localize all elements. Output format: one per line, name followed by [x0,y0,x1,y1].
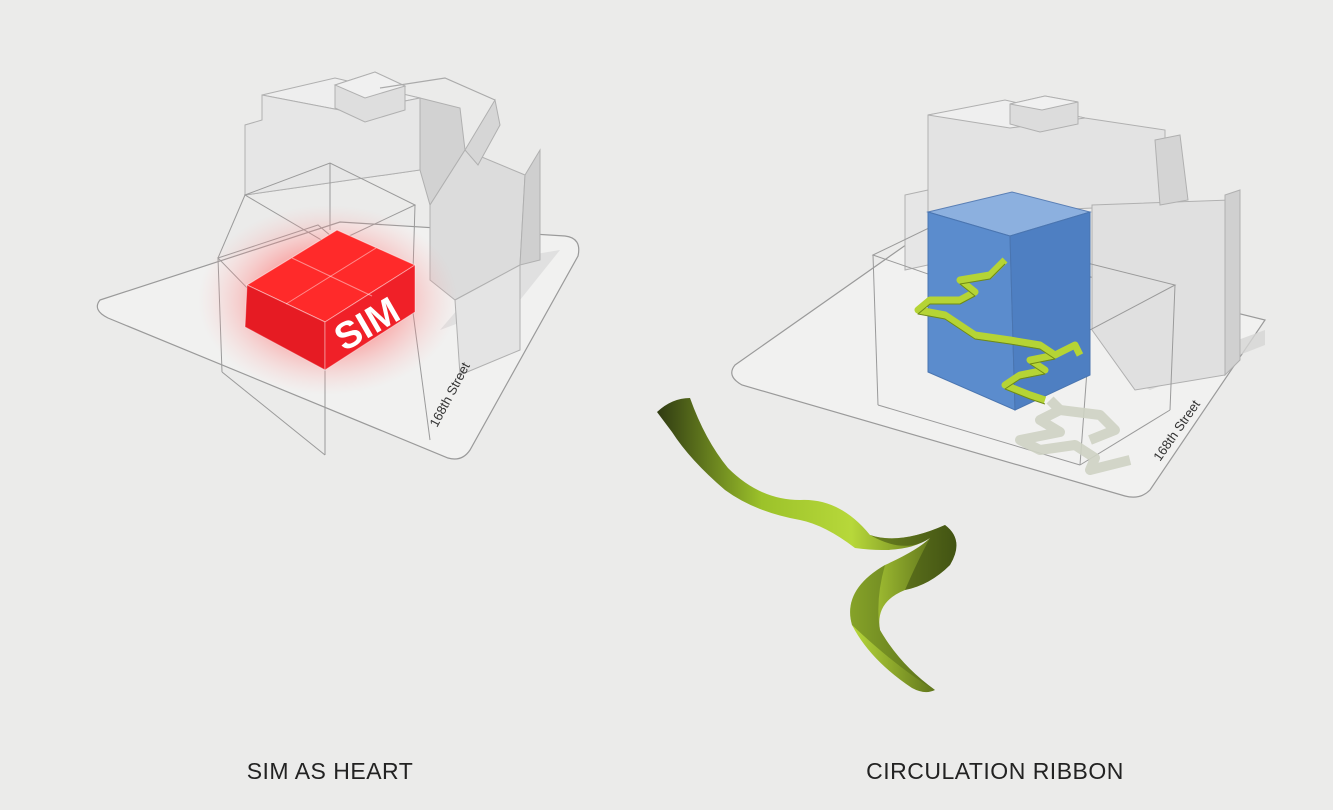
green-ribbon [657,398,957,693]
right-existing-building [904,95,1241,391]
ribbon-ground-trace [1015,396,1132,475]
circulation-path-outline [917,263,1056,405]
caption-sim-as-heart: SIM AS HEART [246,758,414,784]
blue-volume [926,191,1092,411]
left-existing-building [244,71,541,376]
circulation-path [914,257,1084,404]
right-massing-diagram: 168th Street [731,95,1266,498]
left-massing-diagram: SIM 168th Street [96,71,580,460]
sim-block: SIM [244,229,417,371]
caption-circulation-ribbon: CIRCULATION RIBBON [866,758,1124,784]
